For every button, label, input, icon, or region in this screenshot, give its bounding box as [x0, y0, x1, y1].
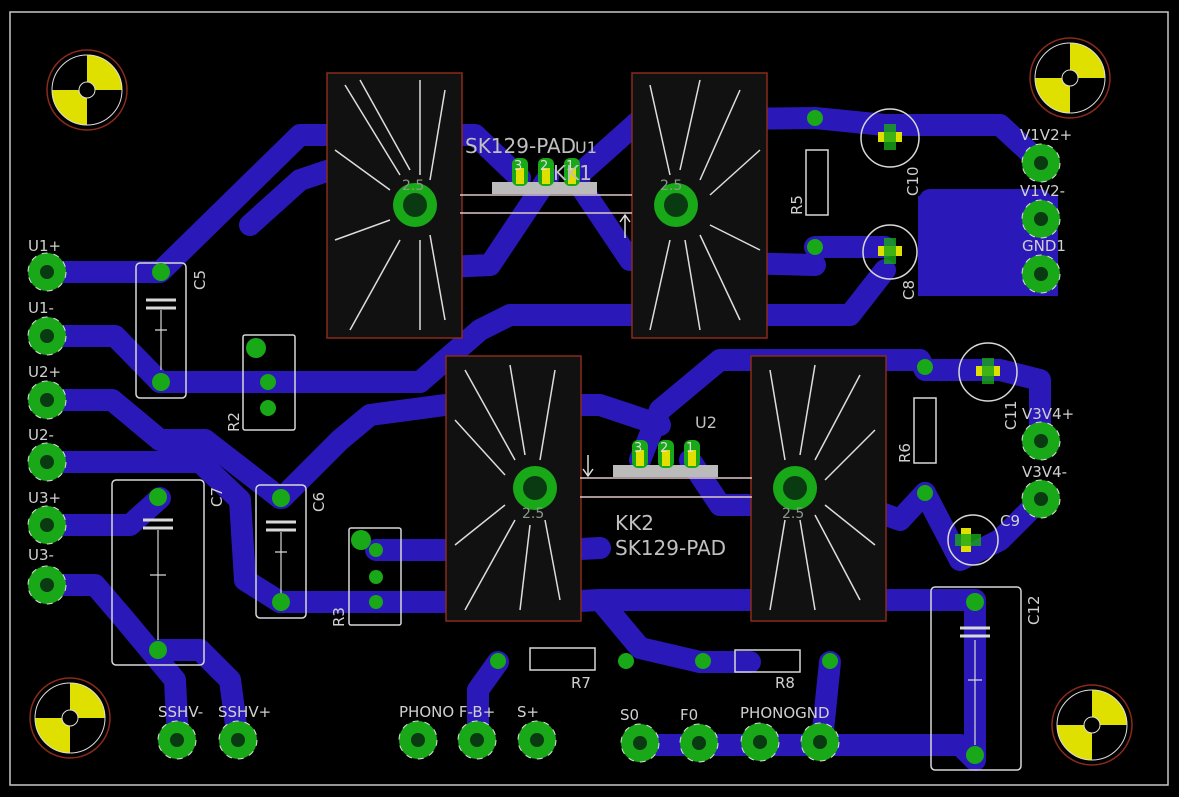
- mounting-hole-bl: [29, 677, 111, 759]
- capacitor-leads: [150, 310, 982, 745]
- label-c6: C6: [310, 492, 328, 512]
- label-u3p: U3+: [28, 489, 61, 507]
- sk2-label: SK129-PAD: [615, 536, 726, 560]
- heatsink-top-right: [631, 72, 768, 339]
- label-gnd1: GND1: [1022, 237, 1066, 255]
- regulator-u2: [613, 440, 718, 477]
- label-u1p: U1+: [28, 237, 61, 255]
- label-c8: C8: [900, 280, 918, 300]
- connector-pads: [27, 143, 1061, 763]
- regulator-u1: [492, 158, 597, 194]
- label-phonofb: PHONO F-B+: [399, 703, 495, 721]
- u1-pin3: 3: [514, 159, 522, 174]
- label-v1v2p: V1V2+: [1020, 126, 1072, 144]
- label-c9: C9: [1000, 512, 1020, 530]
- u2-label: U2: [695, 413, 717, 432]
- label-c10: C10: [904, 166, 922, 196]
- label-u2m: U2-: [28, 426, 54, 444]
- label-v1v2m: V1V2-: [1020, 182, 1065, 200]
- label-r6: R6: [896, 443, 914, 463]
- u1-pin1: 1: [566, 159, 574, 174]
- u2-pin3: 3: [634, 441, 642, 456]
- kk2-label: KK2: [615, 511, 654, 535]
- arrow-icon-2: [582, 455, 594, 478]
- arrow-icon: [619, 213, 631, 238]
- label-r3: R3: [330, 607, 348, 627]
- label-sshvm: SSHV-: [158, 703, 203, 721]
- heatsink-pad-3: [513, 466, 557, 510]
- label-c5: C5: [191, 270, 209, 290]
- label-sp: S+: [517, 703, 539, 721]
- mounting-hole-tr: [1029, 37, 1111, 119]
- label-r8: R8: [775, 674, 795, 692]
- heatsink-pad-4: [773, 466, 817, 510]
- mounting-hole-br: [1051, 684, 1133, 766]
- capacitor-plates: [143, 298, 990, 638]
- sk1-label: SK129-PAD: [465, 134, 576, 158]
- u2-pin2: 2: [660, 441, 668, 456]
- kk1-label: KK1: [553, 161, 592, 185]
- hs-value-2: 2.5: [660, 178, 682, 194]
- hs-value-4: 2.5: [782, 506, 804, 522]
- label-f0: F0: [680, 706, 698, 724]
- small-pads: [149, 110, 984, 764]
- label-v3v4p: V3V4+: [1022, 405, 1074, 423]
- hs-value-1: 2.5: [402, 178, 424, 194]
- label-c12: C12: [1025, 595, 1043, 625]
- heatsink-link-outlines: [460, 194, 752, 498]
- label-u3m: U3-: [28, 546, 54, 564]
- component-outlines: [111, 108, 1022, 771]
- heatsink-bottom-right: [750, 355, 887, 622]
- heatsink-pad-2: [654, 183, 698, 227]
- label-sshvp: SSHV+: [218, 703, 271, 721]
- heatsink-pad-1: [393, 183, 437, 227]
- label-s0: S0: [620, 706, 639, 724]
- u2-pin1: 1: [686, 441, 694, 456]
- label-r5: R5: [788, 195, 806, 215]
- label-phonognd: PHONOGND: [740, 704, 830, 722]
- polarized-caps: [878, 124, 1000, 552]
- mounting-hole-tl: [46, 49, 128, 131]
- board-outline: [9, 11, 1169, 786]
- u1-label: U1: [575, 138, 597, 157]
- u1-pin2: 2: [540, 159, 548, 174]
- label-u2p: U2+: [28, 363, 61, 381]
- label-v3v4m: V3V4-: [1022, 463, 1067, 481]
- label-c11: C11: [1002, 400, 1020, 430]
- label-u1m: U1-: [28, 299, 54, 317]
- label-r7: R7: [571, 674, 591, 692]
- label-r2: R2: [225, 412, 243, 432]
- label-c7: C7: [208, 487, 226, 507]
- hs-value-3: 2.5: [522, 506, 544, 522]
